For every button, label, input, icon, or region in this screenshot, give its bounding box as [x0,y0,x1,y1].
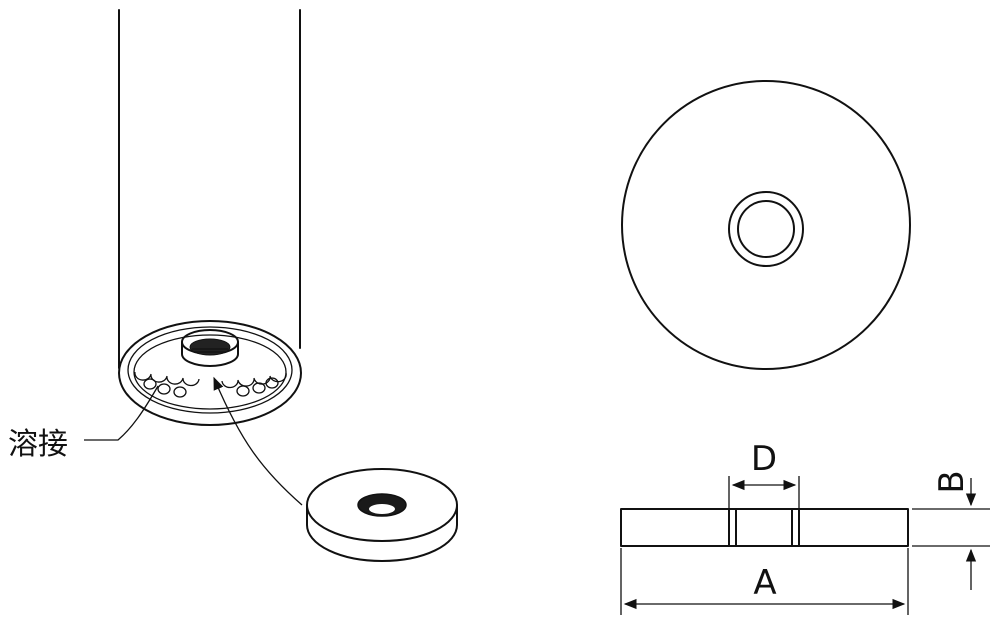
inner-washer-hole [181,329,239,367]
top-view-chamfer-circle [728,191,804,267]
dimension-b-label: B [932,470,972,493]
washer-inside-tube [133,334,287,410]
side-view-body [620,508,909,547]
washer-perspective-top [306,468,458,542]
tube-inner-rim [127,326,293,414]
top-view-outer-circle [621,80,911,370]
weld-label: 溶接 [8,427,68,462]
dimension-d-label: D [751,439,777,479]
dimension-a: A [620,548,909,615]
dimension-d: D [728,439,800,509]
weld-leader-line [84,385,159,441]
washer-side-view [620,508,909,547]
washer-perspective-side [306,504,458,562]
weld-callout: 溶接 [8,385,159,462]
dimension-a-label: A [753,563,776,603]
weld-beads [134,371,287,398]
tube-bottom-rim [118,320,302,426]
washer-top-view [621,80,911,370]
washer-perspective [306,468,458,562]
tube-assembly [118,9,302,426]
part-pointer-line [213,376,303,506]
dimension-b: B [912,470,990,590]
top-view-hole-circle [737,200,795,258]
